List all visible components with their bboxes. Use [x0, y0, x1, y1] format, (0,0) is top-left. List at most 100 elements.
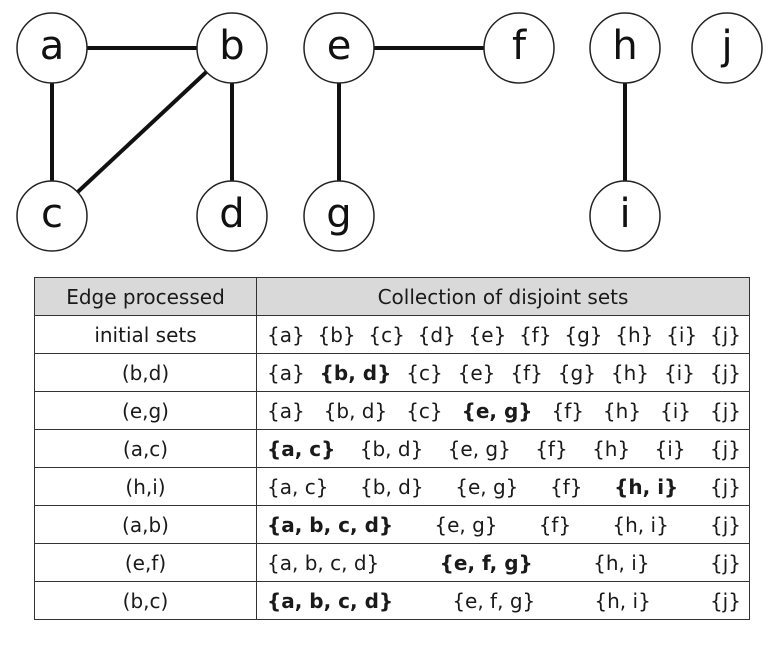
set-item: {i} [660, 398, 692, 423]
node-circle-g [303, 180, 375, 252]
table-row: (a,b){a, b, c, d}{e, g}{f}{h, i}{j} [34, 505, 750, 544]
set-item: {h} [610, 360, 650, 385]
table-row: (e,f){a, b, c, d}{e, f, g}{h, i}{j} [34, 543, 750, 582]
node-c: c [16, 180, 88, 252]
sets-cell: {a}{b, d}{c}{e, g}{f}{h}{i}{j} [256, 391, 750, 430]
edge-cell: (a,c) [34, 429, 257, 468]
node-circle-i [589, 180, 661, 252]
node-label-h: h [612, 23, 637, 69]
merged-set: {e, g} [461, 398, 533, 423]
sets-cell: {a, b, c, d}{e, g}{f}{h, i}{j} [256, 505, 750, 544]
node-label-g: g [326, 191, 351, 237]
node-label-e: e [327, 23, 352, 69]
edge-cell: (b,d) [34, 353, 257, 392]
set-item: {b} [317, 322, 356, 347]
set-item: {h} [602, 398, 642, 423]
set-item: {j} [709, 322, 741, 347]
sets-list: {a}{b, d}{c}{e}{f}{g}{h}{i}{j} [257, 354, 749, 391]
edge-b-c [50, 46, 234, 218]
node-e: e [303, 12, 375, 84]
node-label-c: c [41, 191, 63, 237]
merged-set: {e, f, g} [439, 550, 533, 575]
node-circle-e [303, 12, 375, 84]
set-item: {e} [457, 360, 496, 385]
node-j: j [691, 12, 763, 84]
edge-cell: (e,g) [34, 391, 257, 430]
edge-cell: (h,i) [34, 467, 257, 506]
node-g: g [303, 180, 375, 252]
set-item: {g} [564, 322, 603, 347]
merged-set: {h, i} [614, 474, 679, 499]
node-circle-f [483, 12, 555, 84]
set-item: {g} [557, 360, 596, 385]
set-item: {a} [267, 360, 305, 385]
table-row: (b,c){a, b, c, d}{e, f, g}{h, i}{j} [34, 581, 750, 620]
set-item: {c} [406, 360, 443, 385]
sets-list: {a, c}{b, d}{e, g}{f}{h}{i}{j} [257, 430, 749, 467]
node-circle-a [16, 12, 88, 84]
sets-cell: {a, b, c, d} {e, f, g} {h, i} {j} [256, 581, 750, 620]
node-circle-c [16, 180, 88, 252]
header-disjoint-sets: Collection of disjoint sets [256, 277, 750, 316]
set-item: {h} [592, 436, 631, 461]
sets-list: {a, b, c, d} {e, f, g} {h, i} {j} [257, 582, 749, 619]
node-label-i: i [619, 191, 630, 237]
sets-list: {a}{b, d}{c}{e, g}{f}{h}{i}{j} [257, 392, 749, 429]
edge-cell: initial sets [34, 315, 257, 354]
edge-cell: (a,b) [34, 505, 257, 544]
node-circle-j [691, 12, 763, 84]
header-edge-processed: Edge processed [34, 277, 257, 316]
set-item: {f} [510, 360, 543, 385]
set-item: {i} [663, 360, 695, 385]
table-row: (b,d){a}{b, d}{c}{e}{f}{g}{h}{i}{j} [34, 353, 750, 392]
set-item: {j} [709, 550, 741, 575]
set-item: {i} [654, 436, 686, 461]
node-d: d [196, 180, 268, 252]
set-item: {h, i} [612, 512, 669, 537]
node-label-d: d [219, 191, 244, 237]
set-item: {a} [267, 322, 305, 347]
merged-set: {a, c} [267, 436, 336, 461]
set-item: {e, g} [447, 436, 511, 461]
node-label-a: a [40, 23, 65, 69]
table-row: initial sets{a}{b}{c}{d}{e}{f}{g}{h}{i}{… [34, 315, 750, 354]
table-body: initial sets{a}{b}{c}{d}{e}{f}{g}{h}{i}{… [34, 315, 750, 620]
merged-set: {a, b, c, d} [267, 588, 394, 613]
node-i: i [589, 180, 661, 252]
set-item: {h} [615, 322, 654, 347]
node-circle-d [196, 180, 268, 252]
merged-set: {b, d} [319, 360, 392, 385]
sets-list: {a}{b}{c}{d}{e}{f}{g}{h}{i}{j} [257, 316, 749, 353]
set-item: {f} [551, 398, 584, 423]
sets-list: {a, c}{b, d}{e, g}{f}{h, i}{j} [257, 468, 749, 505]
sets-list: {a, b, c, d}{e, f, g}{h, i}{j} [257, 544, 749, 581]
set-item: {j} [709, 588, 741, 613]
sets-cell: {a}{b, d}{c}{e}{f}{g}{h}{i}{j} [256, 353, 750, 392]
set-item: {h, i} [594, 588, 651, 613]
set-item: {c} [406, 398, 443, 423]
set-item: {c} [368, 322, 405, 347]
node-circle-b [196, 12, 268, 84]
sets-cell: {a, c}{b, d}{e, g}{f}{h}{i}{j} [256, 429, 750, 468]
disjoint-sets-table: Edge processed Collection of disjoint se… [34, 277, 750, 620]
node-f: f [483, 12, 555, 84]
set-item: {e} [468, 322, 507, 347]
node-label-j: j [720, 23, 732, 69]
set-item: {d} [417, 322, 456, 347]
set-item: {j} [709, 474, 741, 499]
table-row: (e,g){a}{b, d}{c}{e, g}{f}{h}{i}{j} [34, 391, 750, 430]
edge-cell: (e,f) [34, 543, 257, 582]
table-header-row: Edge processed Collection of disjoint se… [34, 277, 750, 316]
sets-cell: {a, b, c, d}{e, f, g}{h, i}{j} [256, 543, 750, 582]
set-item: {j} [709, 398, 741, 423]
set-item: {e, f, g} [452, 588, 536, 613]
set-item: {f} [535, 436, 568, 461]
merged-set: {a, b, c, d} [267, 512, 394, 537]
set-item: {b, d} [323, 398, 388, 423]
set-item: {f} [519, 322, 552, 347]
node-label-f: f [512, 23, 527, 69]
sets-cell: {a}{b}{c}{d}{e}{f}{g}{h}{i}{j} [256, 315, 750, 354]
set-item: {j} [709, 436, 741, 461]
